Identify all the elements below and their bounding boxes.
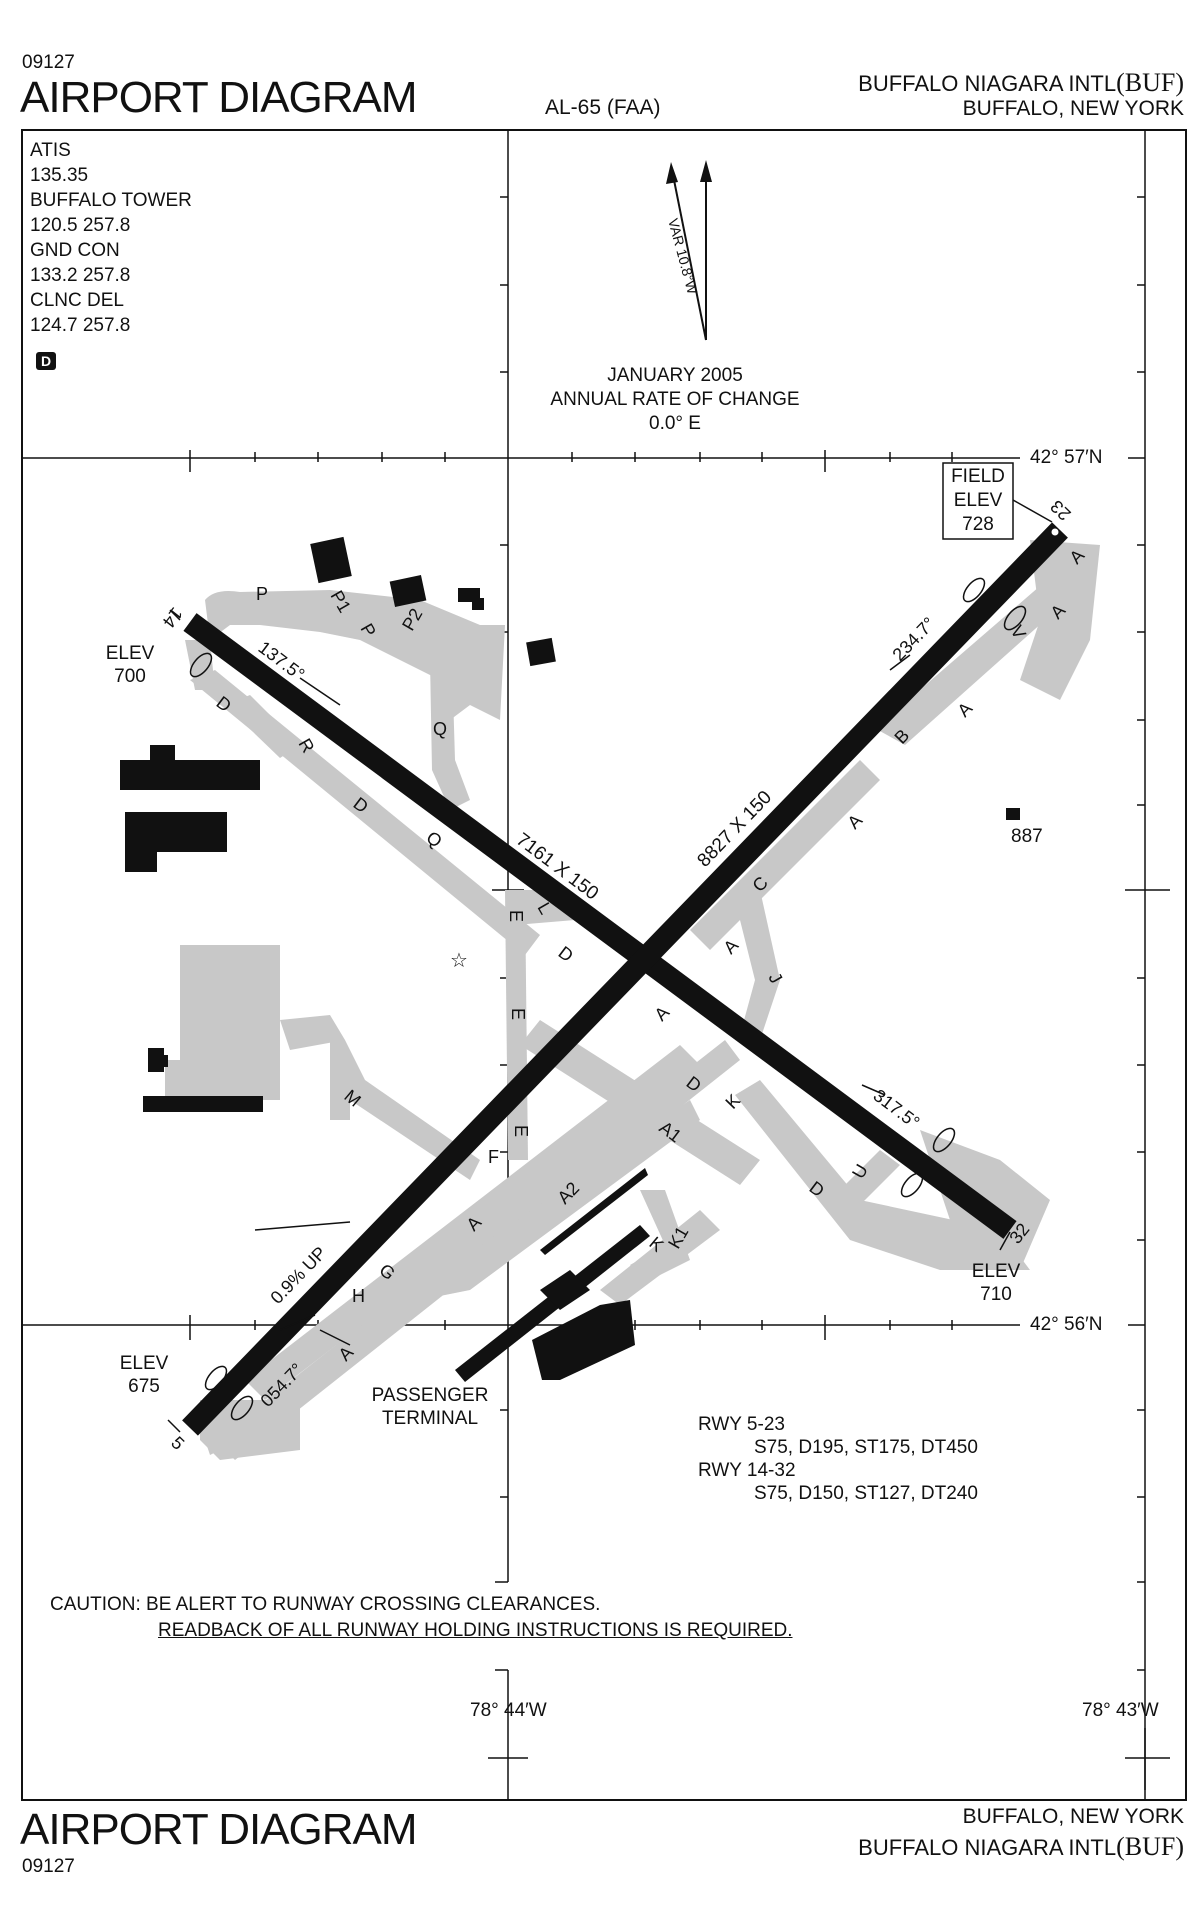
footer-location: BUFFALO, NEW YORK [962,1805,1184,1828]
taxiway-label-a: A [953,698,976,721]
chart-code: 09127 [22,52,75,73]
taxiway-label-p: P [256,584,268,604]
rwy-end-23: 23 [1046,496,1074,524]
north-arrow-icon [671,169,707,341]
magnetic-north-arrowhead [666,162,678,184]
caution-line-1: CAUTION: BE ALERT TO RUNWAY CROSSING CLE… [50,1594,601,1615]
runway-5-23 [182,522,1068,1436]
taxiway-label-e: E [511,1125,531,1137]
strength-values-14-32: S75, D150, ST127, DT240 [754,1483,978,1504]
freq-line: 135.35 [30,165,89,186]
runway-23-threshold-dot [1051,528,1059,536]
freq-line: 133.2 257.8 [30,265,131,286]
lat-north: 42° 57′N [1030,447,1103,468]
runway-end-lines [167,609,1011,1433]
true-north-arrowhead [700,160,712,182]
taxiway-label-f: F [488,1147,499,1167]
mag-date: JANUARY 2005 [607,365,743,386]
field-elevation: FIELD ELEV 728 [951,466,1005,535]
taxiway-label-e: E [506,910,526,922]
runway-14-32 [183,613,1017,1239]
taxiway-label-e: E [508,1008,528,1020]
freq-line: 124.7 257.8 [30,315,131,336]
passenger-terminal-label: PASSENGER TERMINAL [371,1385,489,1429]
freq-line: 120.5 257.8 [30,215,131,236]
magnetic-info: JANUARY 2005 ANNUAL RATE OF CHANGE 0.0° … [540,364,810,436]
buildings [120,536,1020,1382]
airport-location: BUFFALO, NEW YORK [962,97,1184,120]
airport-code: (BUF) [1116,68,1184,97]
mag-rate-value: 0.0° E [649,413,701,434]
taxiway-label-h: H [352,1286,365,1306]
freq-line: BUFFALO TOWER [30,190,192,211]
obstacle-elevation: 887 [1011,826,1043,847]
lat-south: 42° 56′N [1030,1314,1103,1335]
pavement [165,540,1100,1460]
airport-name-header: BUFFALO NIAGARA INTL(BUF) [858,68,1184,98]
taxiway-label-q: Q [433,719,447,739]
lat-ticks-north [189,450,953,472]
taxiway-label-a: A [719,935,742,958]
footer-airport-name-block: BUFFALO NIAGARA INTL(BUF) [858,1832,1184,1862]
beacon-star-icon: ☆ [450,950,468,972]
lon-west: 78° 44′W [470,1700,547,1721]
field-elev-box [942,462,1014,540]
lon-east: 78° 43′W [1082,1700,1159,1721]
taxiway-label-a: A [843,810,866,833]
runways [182,522,1068,1436]
d-atis-icon: D [36,352,57,371]
strength-rwy-5-23: RWY 5-23 [698,1414,785,1435]
runway-strength: RWY 5-23 S75, D195, ST175, DT450 RWY 14-… [698,1413,978,1505]
taxiway-label-d: D [555,942,577,966]
footer-chart-code: 09127 [22,1856,75,1877]
mag-rate-label: ANNUAL RATE OF CHANGE [550,389,800,410]
elev-rwy-32: ELEV 710 [971,1261,1021,1305]
airport-name: BUFFALO NIAGARA INTL [858,71,1117,96]
strength-rwy-14-32: RWY 14-32 [698,1460,796,1481]
strength-values-5-23: S75, D195, ST175, DT450 [754,1437,978,1458]
rwy-end-5: 5 [167,1432,188,1453]
frequency-list: ATIS 135.35 BUFFALO TOWER 120.5 257.8 GN… [30,138,192,338]
page-title: AIRPORT DIAGRAM [20,73,418,122]
footer-airport-code: (BUF) [1116,1832,1184,1861]
footer-title: AIRPORT DIAGRAM [20,1805,418,1854]
map-frame [21,129,1187,1801]
taxiway-label-a: A [650,1002,673,1025]
mag-variation: VAR 10.8°W [665,217,701,297]
freq-line: ATIS [30,140,71,161]
caution-line-2: READBACK OF ALL RUNWAY HOLDING INSTRUCTI… [158,1620,793,1641]
footer-airport-name: BUFFALO NIAGARA INTL [858,1835,1117,1860]
elev-rwy-5: ELEV 675 [119,1353,169,1397]
doc-id: AL-65 (FAA) [545,96,661,119]
caution-note: CAUTION: BE ALERT TO RUNWAY CROSSING CLE… [50,1592,793,1644]
windsock-symbols [189,577,1027,1421]
heading-arrows [254,654,911,1346]
freq-line: GND CON [30,240,120,261]
rwy-end-14: 14 [159,604,187,632]
elev-rwy-14: ELEV 700 [105,643,155,687]
freq-line: CLNC DEL [30,290,124,311]
